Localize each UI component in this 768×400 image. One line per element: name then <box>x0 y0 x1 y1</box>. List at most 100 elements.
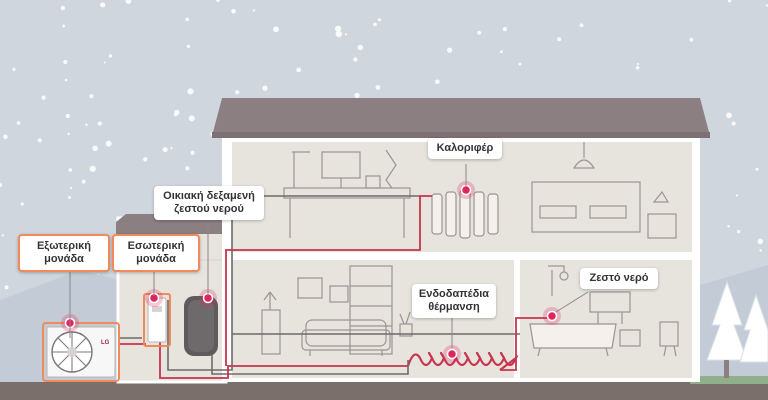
water-tank-label: Οικιακή δεξαμενή ζεστού νερού <box>154 186 264 220</box>
snowflake <box>170 147 173 150</box>
snowflake <box>502 27 507 32</box>
floor-heating-hotspot <box>446 348 458 360</box>
snowflake <box>344 33 347 36</box>
snowflake <box>357 44 363 51</box>
snowflake <box>726 112 732 119</box>
snowflake <box>435 79 440 85</box>
snowflake <box>477 30 482 35</box>
snowflake <box>16 121 21 125</box>
indoor-unit-label-line1: Εσωτερική <box>127 240 185 252</box>
ground <box>0 382 768 400</box>
snowflake <box>60 5 65 11</box>
snowflake <box>92 145 98 152</box>
outdoor-unit-label: Εξωτερική μονάδα <box>18 234 110 272</box>
snowflake <box>447 47 453 53</box>
snowflake <box>20 202 24 206</box>
snowflake <box>185 166 190 171</box>
snowflake <box>375 85 381 90</box>
snowflake <box>89 94 94 99</box>
snowflake <box>188 115 195 122</box>
snowflake <box>636 63 640 66</box>
snowflake <box>100 2 106 8</box>
snowflake <box>354 92 360 99</box>
snowflake <box>97 121 102 126</box>
floor-heating-label: Ενδοδαπέδια θέρμανση <box>412 284 496 318</box>
upstairs-furniture <box>283 142 677 239</box>
snowflake <box>4 285 9 290</box>
snowflake <box>757 238 764 245</box>
heat-pump-outdoor-unit-icon <box>42 322 120 382</box>
snowflake <box>103 61 106 64</box>
snowflake <box>173 112 178 117</box>
snowflake <box>755 167 759 171</box>
snowflake <box>377 18 381 22</box>
radiator-label-line1: Καλοριφέρ <box>436 142 494 154</box>
hot-water-hotspot <box>546 310 558 322</box>
snowflake <box>186 44 191 49</box>
snowflake <box>81 179 86 184</box>
indoor-unit-label: Εσωτερική μονάδα <box>112 234 200 272</box>
snowflake <box>65 114 70 118</box>
roof <box>212 98 710 136</box>
floor-heating-label-line1: Ενδοδαπέδια <box>418 288 490 300</box>
snowflake <box>1 234 4 237</box>
snowflake <box>216 0 220 2</box>
supply-pipes <box>118 195 552 379</box>
snowflake <box>63 59 68 65</box>
snowflake <box>162 147 168 153</box>
snowflake <box>557 37 562 42</box>
snowflake <box>190 150 195 155</box>
outdoor-unit-label-line1: Εξωτερική <box>36 240 92 252</box>
hot-water-label: Ζεστό νερό <box>580 268 658 289</box>
snowflake <box>12 67 16 71</box>
water-tank-label-line1: Οικιακή δεξαμενή <box>163 190 255 202</box>
snowflake <box>143 157 148 162</box>
grass-strip <box>690 376 768 384</box>
snowflake <box>0 183 3 188</box>
snowflake <box>187 88 194 95</box>
water-tank-label-line2: ζεστού νερού <box>174 203 244 215</box>
room-living <box>232 260 514 378</box>
snowflake <box>185 17 189 22</box>
snowflake <box>727 0 732 3</box>
snowflake <box>252 9 255 12</box>
snowflake <box>62 24 66 28</box>
snowflake <box>105 140 112 147</box>
floor-heating-label-line2: θέρμανση <box>428 301 480 313</box>
outdoor-unit-label-line2: μονάδα <box>44 253 84 265</box>
snowflake <box>499 50 503 54</box>
snowflake <box>231 8 236 14</box>
snowflake <box>64 78 68 82</box>
snowflake <box>518 62 522 66</box>
snowflake <box>108 54 113 58</box>
snowflake <box>3 134 8 139</box>
hot-water-label-line1: Ζεστό νερό <box>589 272 649 284</box>
snowflake <box>89 165 96 172</box>
radiator-label: Καλοριφέρ <box>428 138 502 159</box>
indoor-unit-label-line2: μονάδα <box>136 253 176 265</box>
snowflake <box>353 57 358 62</box>
snowflake <box>68 196 71 199</box>
snowflake <box>736 229 741 234</box>
snowflake <box>67 132 70 136</box>
floor-heating-coil-icon <box>406 351 519 371</box>
snowflake <box>85 123 88 126</box>
snowflake <box>579 23 584 28</box>
outdoor-unit-brand: LG <box>101 340 110 346</box>
living-room-furniture <box>261 265 413 356</box>
snowflake <box>689 37 694 42</box>
snowflake <box>335 25 342 32</box>
snowflake <box>125 0 132 4</box>
snowflake <box>296 67 302 73</box>
snowflake <box>335 30 342 38</box>
snowflake <box>373 22 377 27</box>
radiator-hotspot <box>460 184 472 196</box>
snowflake <box>37 138 42 143</box>
snowflake <box>273 26 279 33</box>
bathroom-furniture <box>529 265 679 357</box>
radiator-icon <box>431 189 499 239</box>
snowflake <box>41 95 46 100</box>
water-tank-icon <box>184 296 218 356</box>
snowflake <box>235 90 240 95</box>
